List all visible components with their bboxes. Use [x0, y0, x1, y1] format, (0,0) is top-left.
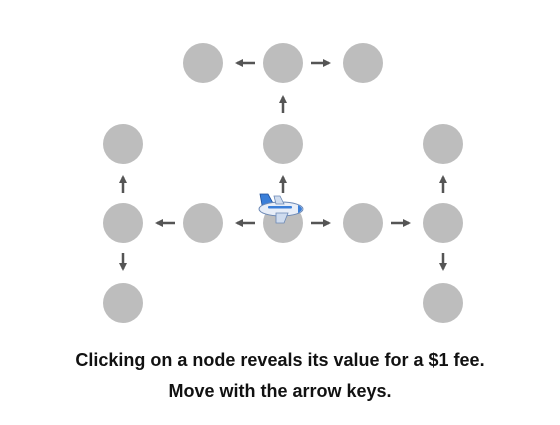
instructions-line-2: Move with the arrow keys.	[168, 381, 392, 401]
node-top-right[interactable]	[343, 43, 383, 83]
node-upper-left[interactable]	[103, 124, 143, 164]
node-mid-left[interactable]	[183, 203, 223, 243]
node-upper-center[interactable]	[263, 124, 303, 164]
node-lower-left[interactable]	[103, 283, 143, 323]
instructions-line-1: Clicking on a node reveals its value for…	[75, 350, 485, 370]
node-mid-far-right[interactable]	[423, 203, 463, 243]
node-top-center[interactable]	[263, 43, 303, 83]
node-mid-right[interactable]	[343, 203, 383, 243]
node-upper-right[interactable]	[423, 124, 463, 164]
node-lower-right[interactable]	[423, 283, 463, 323]
airplane-icon	[258, 193, 304, 224]
node-top-left[interactable]	[183, 43, 223, 83]
node-mid-far-left[interactable]	[103, 203, 143, 243]
